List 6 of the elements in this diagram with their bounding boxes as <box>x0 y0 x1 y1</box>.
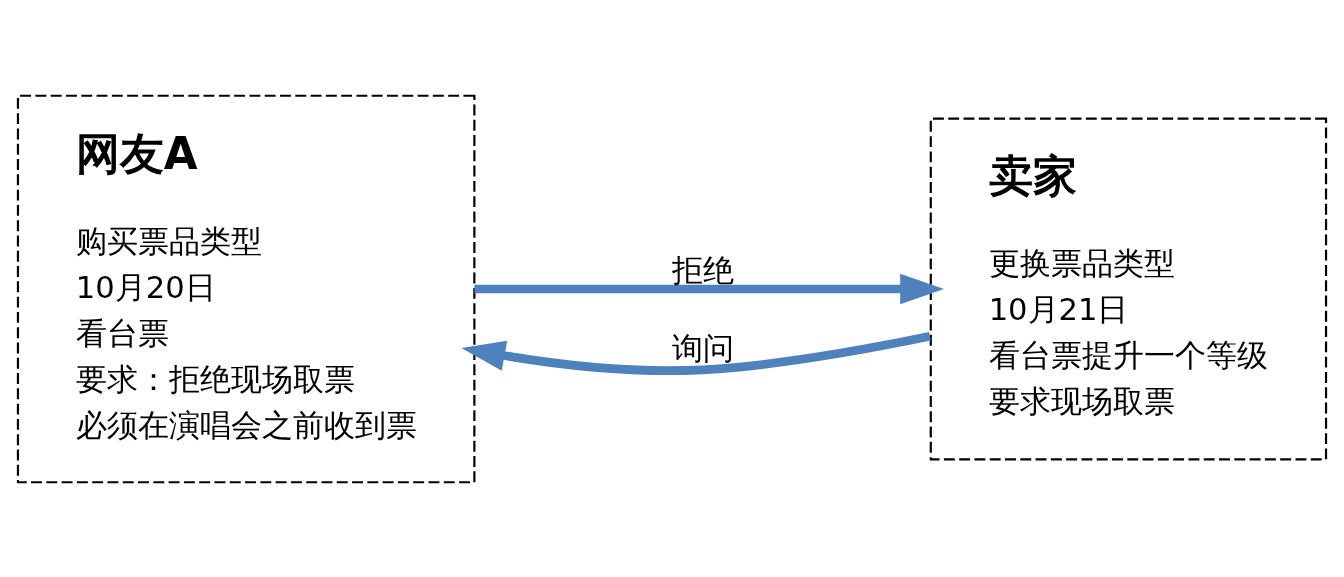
edge-label: 询问 <box>671 330 734 366</box>
node-box: 网友A 购买票品类型 10月20日 看台票 要求：拒绝现场取票 必须在演唱会之前收到票 <box>16 94 476 483</box>
node-box: 卖家 更换票品类型 10月21日 看台票提升一个等级 要求现场取票 <box>929 117 1328 460</box>
edge-label: 拒绝 <box>671 252 734 288</box>
arrow <box>474 273 944 304</box>
arrow <box>461 331 931 375</box>
